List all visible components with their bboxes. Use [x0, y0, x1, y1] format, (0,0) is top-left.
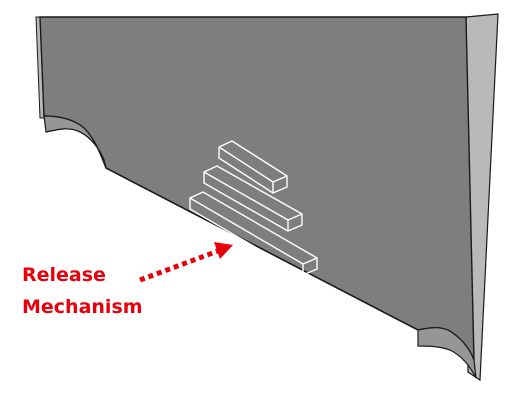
callout-arrow-head [214, 242, 233, 259]
panel-bottom-edge [105, 167, 419, 331]
left-notch-shadow [45, 128, 105, 161]
callout-label-line2: Mechanism [22, 296, 143, 318]
callout-arrow [139, 242, 233, 283]
slot-bar-bottom [189, 191, 318, 276]
callout-arrow-shaft [139, 248, 219, 283]
callout-label-line1: Release [22, 264, 106, 286]
slot-bar-middle [203, 165, 303, 232]
release-mechanism [189, 140, 318, 276]
slot-bar-top [218, 140, 288, 194]
right-notch-cutout [417, 327, 477, 379]
